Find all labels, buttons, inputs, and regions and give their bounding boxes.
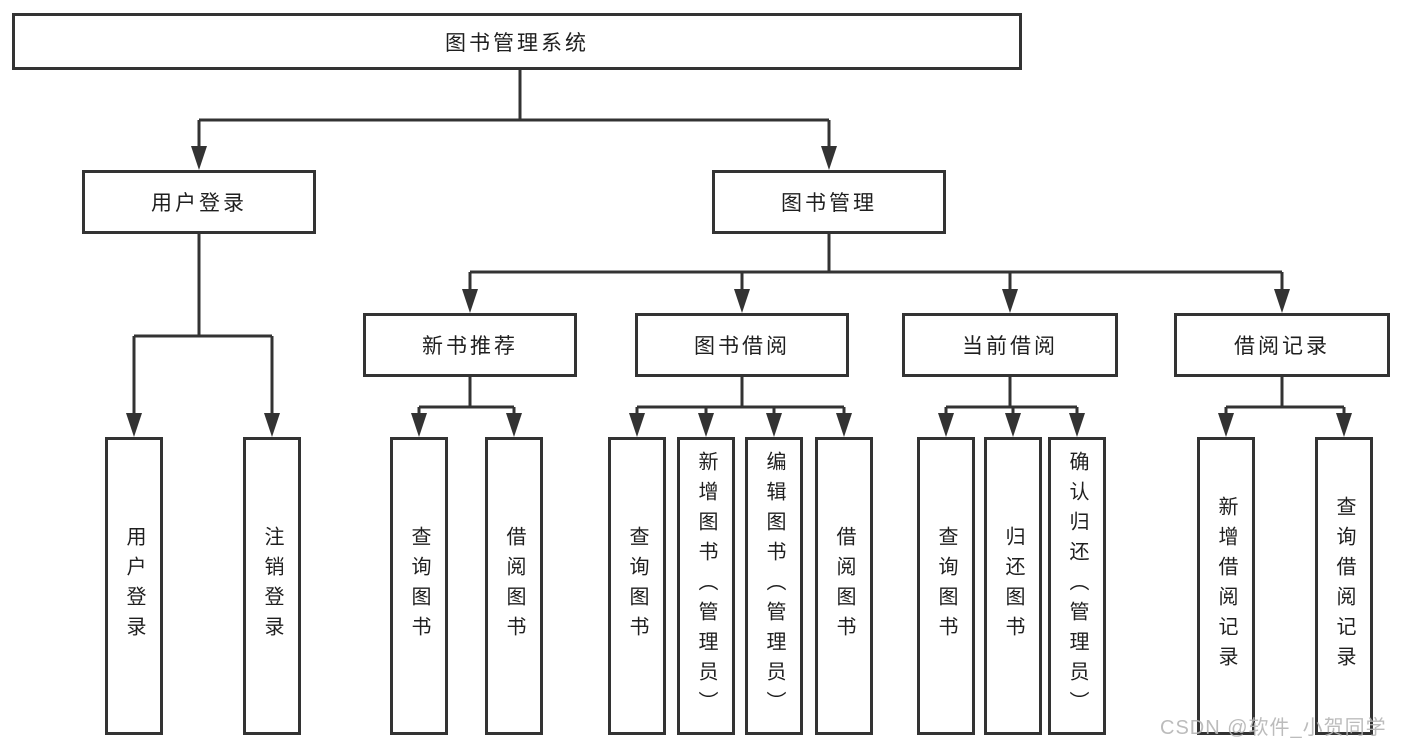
node-label: 借阅图书 — [503, 526, 525, 646]
arrow-icon — [766, 413, 782, 437]
arrow-icon — [938, 413, 954, 437]
arrow-icon — [264, 413, 280, 437]
arrow-icon — [1002, 289, 1018, 313]
node-add-books-admin: 新增图书（管理员） — [677, 437, 735, 735]
node-borrow-books-under-borrowing: 借阅图书 — [815, 437, 873, 735]
branch-root — [197, 70, 831, 150]
node-query-books-under-current: 查询图书 — [917, 437, 975, 735]
node-label: 新书推荐 — [422, 335, 518, 358]
node-label: 查询图书 — [408, 526, 430, 646]
arrow-icon — [506, 413, 522, 437]
arrow-icon — [629, 413, 645, 437]
node-user-login-leaf: 用户登录 — [105, 437, 163, 735]
node-label: 确认归还（管理员） — [1066, 451, 1088, 721]
arrow-icon — [1274, 289, 1290, 313]
arrow-icon — [411, 413, 427, 437]
arrow-icon — [462, 289, 478, 313]
arrow-icon — [1218, 413, 1234, 437]
branch-user-login — [132, 234, 274, 417]
arrow-icon — [191, 146, 207, 170]
node-label: 新增图书（管理员） — [695, 451, 717, 721]
arrow-icon — [734, 289, 750, 313]
node-book-borrowing: 图书借阅 — [635, 313, 849, 377]
node-confirm-return-admin: 确认归还（管理员） — [1048, 437, 1106, 735]
node-edit-books-admin: 编辑图书（管理员） — [745, 437, 803, 735]
node-current-borrowing: 当前借阅 — [902, 313, 1118, 377]
arrow-icon — [126, 413, 142, 437]
node-label: 用户登录 — [123, 526, 145, 646]
node-borrow-books-under-recommend: 借阅图书 — [485, 437, 543, 735]
node-logout-leaf: 注销登录 — [243, 437, 301, 735]
node-new-book-recommend: 新书推荐 — [363, 313, 577, 377]
node-label: 归还图书 — [1002, 526, 1024, 646]
node-label: 图书管理 — [781, 192, 877, 215]
node-label: 借阅图书 — [833, 526, 855, 646]
node-query-books-under-recommend: 查询图书 — [390, 437, 448, 735]
branch-book-management — [468, 234, 1284, 292]
connector-branches — [132, 70, 1346, 417]
node-book-management: 图书管理 — [712, 170, 946, 234]
node-label: 编辑图书（管理员） — [763, 451, 785, 721]
node-query-books-under-borrowing: 查询图书 — [608, 437, 666, 735]
arrow-icon — [1069, 413, 1085, 437]
branch-current-borrowing — [944, 377, 1079, 417]
watermark: CSDN @软件_小贺同学 — [1160, 717, 1387, 739]
node-label: 查询图书 — [935, 526, 957, 646]
arrowheads — [126, 146, 1352, 437]
node-label: 当前借阅 — [962, 335, 1058, 358]
node-label: 借阅记录 — [1234, 335, 1330, 358]
arrow-icon — [1336, 413, 1352, 437]
node-label: 查询借阅记录 — [1333, 496, 1355, 676]
arrow-icon — [698, 413, 714, 437]
branch-borrowing-records — [1224, 377, 1346, 417]
node-label: 查询图书 — [626, 526, 648, 646]
node-borrowing-records: 借阅记录 — [1174, 313, 1390, 377]
arrow-icon — [836, 413, 852, 437]
node-label: 图书管理系统 — [445, 31, 589, 55]
branch-book-borrowing — [635, 377, 846, 417]
arrow-icon — [821, 146, 837, 170]
node-query-borrow-record: 查询借阅记录 — [1315, 437, 1373, 735]
node-add-borrow-record: 新增借阅记录 — [1197, 437, 1255, 735]
node-user-login: 用户登录 — [82, 170, 316, 234]
node-label: 注销登录 — [261, 526, 283, 646]
node-return-books: 归还图书 — [984, 437, 1042, 735]
node-label: 用户登录 — [151, 192, 247, 215]
node-label: 图书借阅 — [694, 335, 790, 358]
node-label: 新增借阅记录 — [1215, 496, 1237, 676]
arrow-icon — [1005, 413, 1021, 437]
node-library-management-system: 图书管理系统 — [12, 13, 1022, 70]
branch-new-book-recommend — [417, 377, 516, 417]
